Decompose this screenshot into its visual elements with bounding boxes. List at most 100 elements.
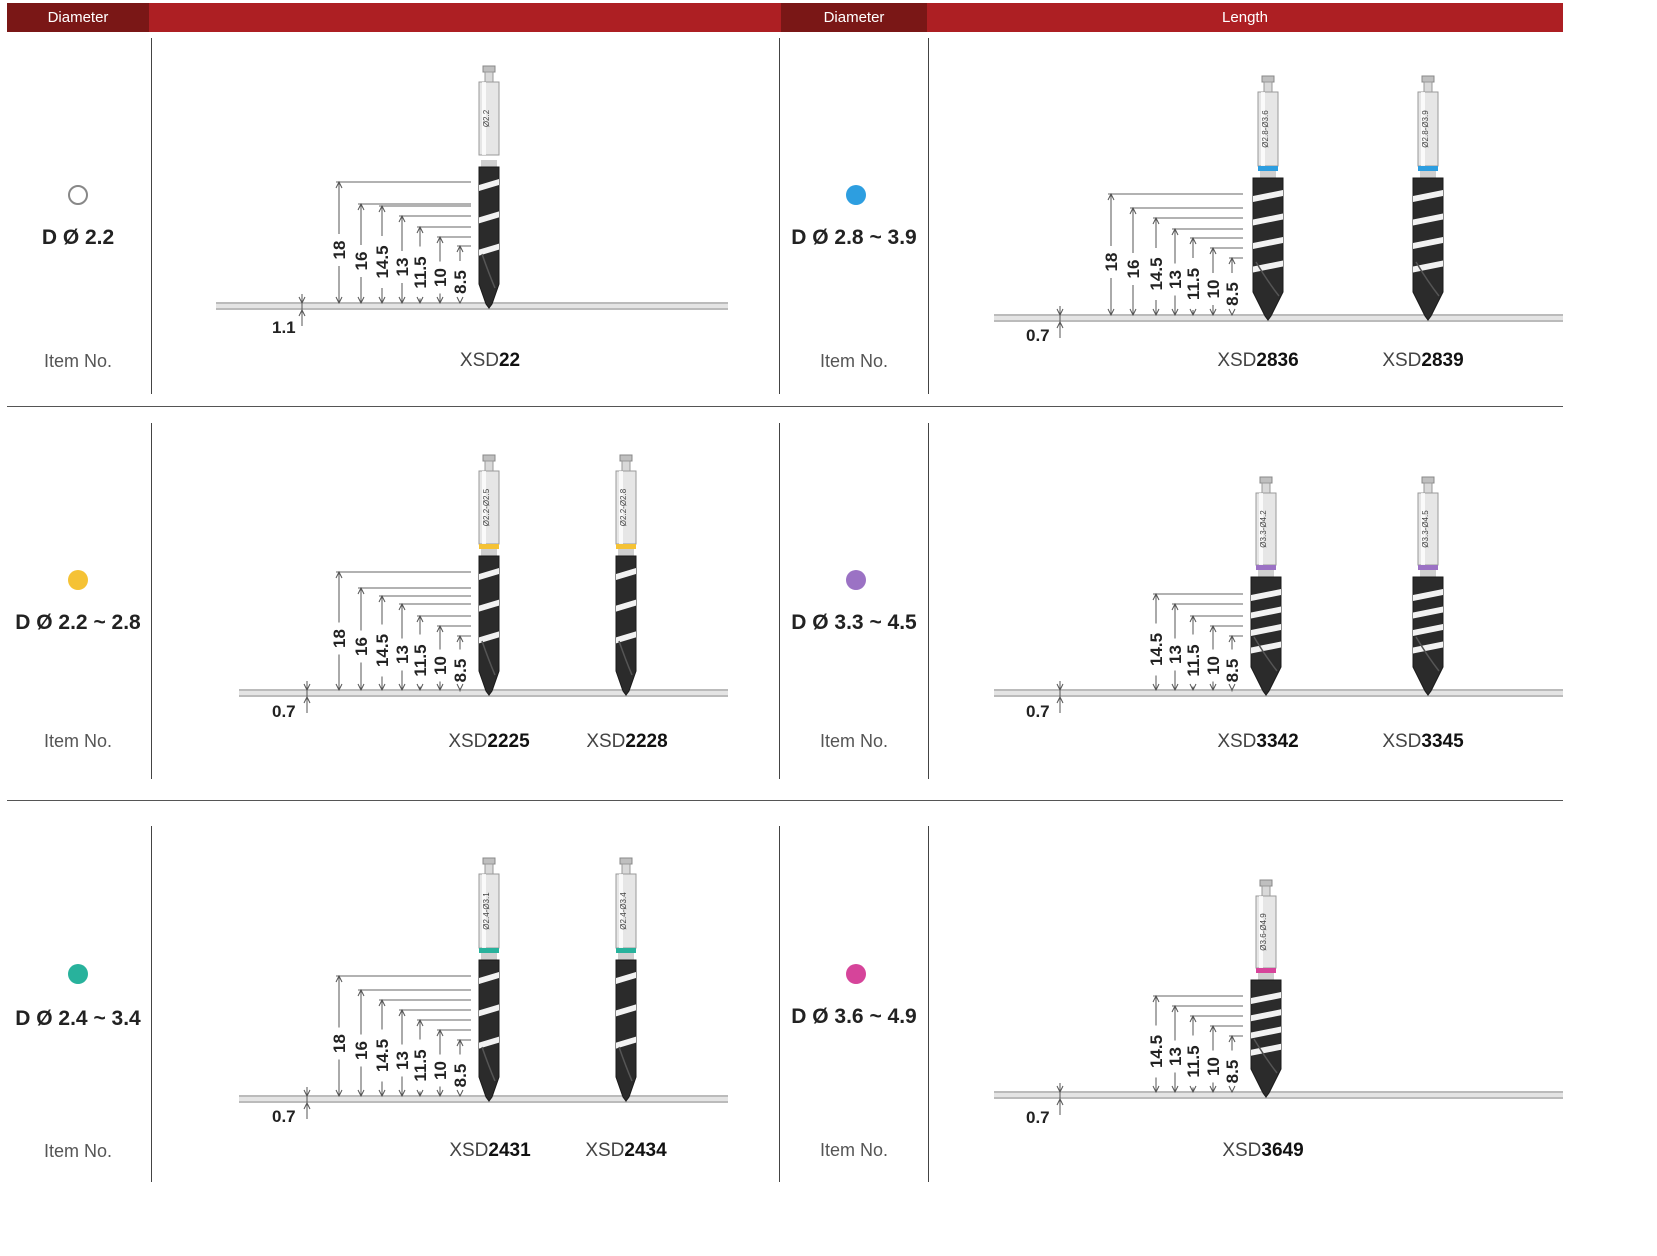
- grid-divider: [151, 423, 152, 779]
- depth-label: 8.5: [451, 270, 470, 294]
- arrow-icon: [398, 683, 406, 692]
- depth-label: 10: [1204, 656, 1223, 675]
- arrow-icon: [1056, 683, 1064, 692]
- drill-flute: [1415, 636, 1440, 672]
- arrow-icon: [1171, 308, 1179, 317]
- arrow-icon: [357, 683, 365, 692]
- drill-engraving: Ø2.2-Ø2.8: [619, 488, 628, 526]
- arrow-icon: [456, 1089, 464, 1098]
- header-label: Diameter: [47, 9, 109, 26]
- drill-flute: [1255, 261, 1280, 297]
- depth-label: 8.5: [1223, 659, 1242, 683]
- drill-body: [478, 555, 500, 696]
- drill-body: [615, 555, 637, 696]
- drill-depth-band: [616, 972, 636, 984]
- depth-label: 13: [393, 1051, 412, 1070]
- drill-body: [478, 166, 500, 309]
- arrow-icon: [1107, 308, 1115, 317]
- arrow-icon: [436, 1028, 444, 1037]
- offset-label: 0.7: [272, 1107, 296, 1126]
- item-code: XSD3649: [1222, 1140, 1304, 1161]
- diameter-label: D Ø 2.2: [41, 226, 115, 249]
- drill-collar: [1420, 570, 1436, 578]
- depth-label: 10: [1204, 1057, 1223, 1076]
- arrow-icon: [416, 225, 424, 234]
- depth-label: 18: [330, 629, 349, 648]
- arrow-icon: [416, 1018, 424, 1027]
- drill-color-band: [616, 948, 636, 953]
- drill-engraving: Ø3.3-Ø4.5: [1421, 510, 1430, 548]
- depth-label: 10: [431, 656, 450, 675]
- depth-label: 10: [1204, 280, 1223, 299]
- drill-engraving: Ø2.2: [482, 109, 491, 127]
- drill-color-band: [1256, 565, 1276, 570]
- arrow-icon: [1209, 624, 1217, 633]
- drill-flute: [1253, 1038, 1278, 1074]
- offset-label: 0.7: [1026, 702, 1050, 721]
- drill-depth-band: [1413, 237, 1443, 249]
- drill-neck: [1423, 81, 1433, 93]
- drill-neck: [1261, 482, 1271, 494]
- arrow-icon: [456, 683, 464, 692]
- grid-divider: [151, 38, 152, 394]
- arrow-icon: [1056, 1085, 1064, 1094]
- drill-engraving: Ø2.4-Ø3.1: [482, 892, 491, 930]
- drill-collar: [1258, 570, 1274, 578]
- drill-depth-band: [479, 211, 499, 224]
- arrow-icon: [378, 1089, 386, 1098]
- depth-label: 14.5: [1147, 1035, 1166, 1068]
- arrow-icon: [1228, 683, 1236, 692]
- drill-depth-band: [1413, 213, 1443, 226]
- drill-depth-band: [1251, 641, 1281, 654]
- grid-divider: [151, 826, 152, 1182]
- item-no-label: Item No.: [819, 1140, 889, 1160]
- item-code: XSD22: [459, 350, 521, 371]
- arrow-icon: [436, 1089, 444, 1098]
- arrow-icon: [378, 296, 386, 305]
- drill-depth-band: [1253, 213, 1283, 226]
- arrow-icon: [1056, 1097, 1064, 1106]
- arrow-icon: [1189, 1085, 1197, 1094]
- drill-icon: Ø2.2-Ø2.8: [615, 454, 637, 696]
- depth-label: 8.5: [1223, 1060, 1242, 1084]
- arrow-icon: [357, 1089, 365, 1098]
- grid-divider: [928, 38, 929, 394]
- depth-label: 11.5: [411, 1049, 430, 1081]
- drill-collar: [618, 549, 634, 557]
- depth-label: 13: [1166, 270, 1185, 289]
- drill-latch: [1261, 75, 1275, 83]
- arrow-icon: [303, 1089, 311, 1098]
- item-no-label: Item No.: [43, 1141, 113, 1161]
- drill-depth-band: [1251, 1009, 1281, 1022]
- arrow-icon: [1171, 1004, 1179, 1013]
- depth-label: 13: [1166, 1047, 1185, 1066]
- arrow-icon: [1152, 1085, 1160, 1094]
- drill-shine: [1421, 92, 1425, 166]
- drill-icon: Ø2.4-Ø3.1: [478, 857, 500, 1102]
- arrow-icon: [1129, 206, 1137, 215]
- drill-depth-band: [479, 599, 499, 612]
- drill-flute: [1253, 636, 1278, 672]
- arrow-icon: [1171, 602, 1179, 611]
- arrow-icon: [1189, 236, 1197, 245]
- header-label: Length: [1222, 9, 1268, 26]
- drill-depth-band: [616, 599, 636, 612]
- arrow-icon: [1209, 308, 1217, 317]
- diameter-label: D Ø 2.2 ~ 2.8: [15, 611, 141, 634]
- drill-collar: [481, 549, 497, 557]
- item-code: XSD2434: [585, 1140, 667, 1161]
- depth-label: 10: [431, 1061, 450, 1080]
- arrow-icon: [1228, 308, 1236, 317]
- drill-depth-band: [479, 568, 499, 580]
- arrow-icon: [456, 1038, 464, 1047]
- drill-flute: [618, 640, 633, 676]
- item-code: XSD3342: [1217, 731, 1299, 752]
- arrow-icon: [1228, 634, 1236, 643]
- depth-label: 13: [393, 258, 412, 277]
- drill-depth-band: [1251, 1026, 1281, 1039]
- arrow-icon: [436, 624, 444, 633]
- header-diameter-left: Diameter: [7, 3, 149, 32]
- drill-shine: [482, 874, 486, 948]
- item-code: XSD2225: [448, 731, 530, 752]
- offset-label: 0.7: [1026, 1108, 1050, 1127]
